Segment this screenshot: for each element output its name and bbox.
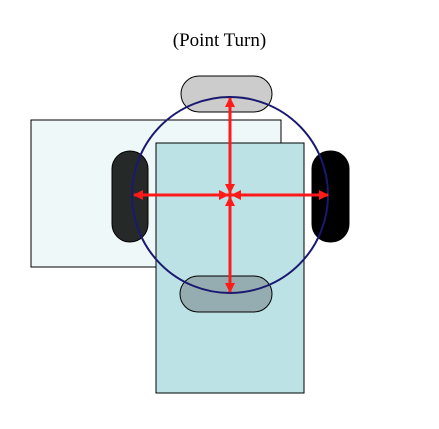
wheel-bottom — [179, 275, 273, 313]
diagram-title: (Point Turn) — [172, 30, 267, 51]
force-arrows — [133, 97, 329, 293]
wheel-top — [180, 75, 273, 113]
